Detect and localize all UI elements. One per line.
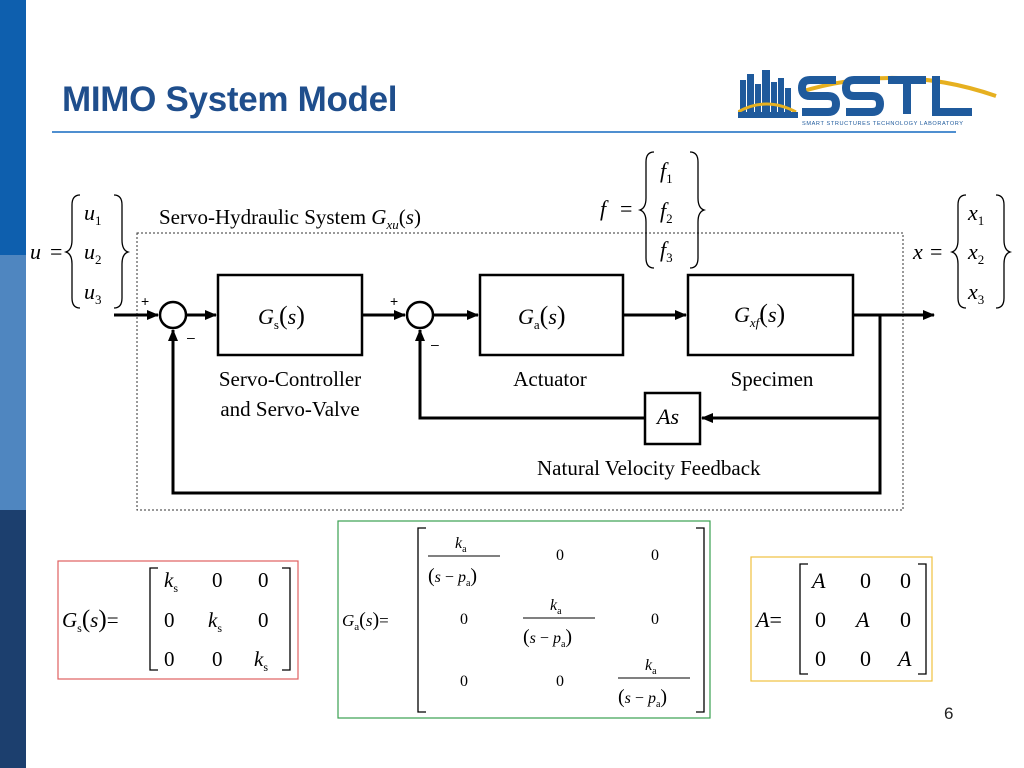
svg-text:x: x	[912, 239, 923, 264]
svg-text:u1: u1	[84, 200, 102, 228]
sstl-logo: SMART STRUCTURES TECHNOLOGY LABORATORY	[738, 70, 997, 127]
svg-text:0: 0	[164, 647, 175, 671]
actuator-label: Ga(s)	[518, 301, 566, 332]
svg-text:x2: x2	[967, 239, 984, 267]
velocity-feedback-path-out	[415, 329, 645, 420]
svg-text:f2: f2	[660, 198, 673, 226]
gs-matrix-frame	[57, 560, 299, 680]
outer-feedback-path	[168, 329, 882, 495]
svg-text:0: 0	[460, 673, 468, 690]
sstl-wordmark	[797, 76, 972, 116]
gs-matrix: Gs(s)= ks 0 0 0 ks 0 0 0 ks	[62, 567, 291, 674]
title-rule	[52, 131, 956, 133]
specimen-caption: Specimen	[730, 367, 814, 391]
svg-text:Ga(s)=: Ga(s)=	[342, 609, 389, 633]
side-stripe	[0, 0, 26, 768]
output-vector: x = x1 x2 x3	[912, 194, 1013, 309]
svg-text:u2: u2	[84, 239, 102, 267]
svg-text:0: 0	[815, 646, 826, 671]
svg-text:x3: x3	[967, 279, 984, 307]
velocity-feedback-label: As	[655, 404, 679, 429]
controller-label: Gs(s)	[258, 301, 305, 332]
svg-text:u: u	[30, 239, 41, 264]
page-number: 6	[944, 704, 954, 723]
skyline-icon	[740, 70, 791, 118]
velocity-feedback-block	[643, 391, 702, 446]
svg-text:f1: f1	[660, 158, 673, 186]
svg-text:0: 0	[556, 673, 564, 690]
force-vector: f = f1 f2 f3	[600, 151, 707, 269]
svg-text:0: 0	[860, 646, 871, 671]
svg-text:0: 0	[651, 611, 659, 628]
svg-text:SMART STRUCTURES TECHNOLOGY LA: SMART STRUCTURES TECHNOLOGY LABORATORY	[802, 121, 964, 127]
svg-text:0: 0	[815, 607, 826, 632]
svg-text:0: 0	[556, 547, 564, 564]
ga-matrix-frame	[337, 520, 711, 719]
velocity-feedback-caption: Natural Velocity Feedback	[537, 456, 761, 480]
a-matrix-frame	[750, 556, 933, 682]
svg-text:f3: f3	[660, 237, 673, 265]
svg-text:0: 0	[900, 568, 911, 593]
controller-block	[216, 273, 364, 357]
system-boundary	[136, 232, 904, 511]
svg-text:A: A	[854, 607, 870, 632]
svg-text:0: 0	[651, 547, 659, 564]
svg-text:f: f	[600, 196, 609, 221]
svg-text:0: 0	[212, 568, 223, 592]
svg-text:0: 0	[212, 647, 223, 671]
svg-text:u3: u3	[84, 279, 102, 307]
actuator-block	[478, 273, 625, 357]
svg-text:ks: ks	[164, 568, 178, 595]
svg-text:A=: A=	[754, 607, 782, 632]
svg-text:ka: ka	[455, 535, 467, 555]
system-label: Servo-Hydraulic System Gxu(s)	[159, 205, 421, 232]
input-vector: u = u1 u2 u3	[30, 194, 131, 309]
svg-text:0: 0	[258, 608, 269, 632]
svg-text:0: 0	[860, 568, 871, 593]
controller-caption-line2: and Servo-Valve	[220, 397, 360, 421]
summing-junction-2	[405, 300, 435, 330]
svg-text:ks: ks	[254, 647, 268, 674]
svg-text:ka: ka	[550, 597, 562, 617]
svg-text:=: =	[620, 196, 632, 221]
sj1-plus: +	[141, 293, 149, 309]
svg-text:ks: ks	[208, 608, 222, 635]
svg-text:A: A	[810, 568, 826, 593]
ga-matrix: Ga(s)= ka (s − pa) 0 0 0 ka (s − pa) 0 0 0…	[342, 527, 705, 713]
sj2-minus: –	[431, 336, 439, 352]
svg-text:0: 0	[258, 568, 269, 592]
sj2-plus: +	[390, 293, 398, 309]
actuator-caption: Actuator	[513, 367, 587, 391]
svg-text:=: =	[50, 239, 62, 264]
svg-text:=: =	[930, 239, 942, 264]
svg-text:(s − pa): (s − pa)	[428, 565, 477, 589]
sj1-minus: –	[187, 329, 195, 345]
svg-text:0: 0	[164, 608, 175, 632]
specimen-block	[686, 273, 855, 357]
svg-text:A: A	[896, 646, 912, 671]
svg-text:x1: x1	[967, 200, 984, 228]
summing-junction-1	[158, 300, 188, 330]
svg-text:(s − pa): (s − pa)	[618, 686, 667, 710]
slide-title: MIMO System Model	[62, 80, 398, 119]
specimen-label: Gxf(s)	[734, 299, 785, 330]
svg-text:Gs(s)=: Gs(s)=	[62, 606, 119, 635]
svg-text:(s − pa): (s − pa)	[523, 626, 572, 650]
svg-text:ka: ka	[645, 657, 657, 677]
controller-caption-line1: Servo-Controller	[218, 367, 362, 391]
svg-text:0: 0	[460, 611, 468, 628]
svg-text:0: 0	[900, 607, 911, 632]
